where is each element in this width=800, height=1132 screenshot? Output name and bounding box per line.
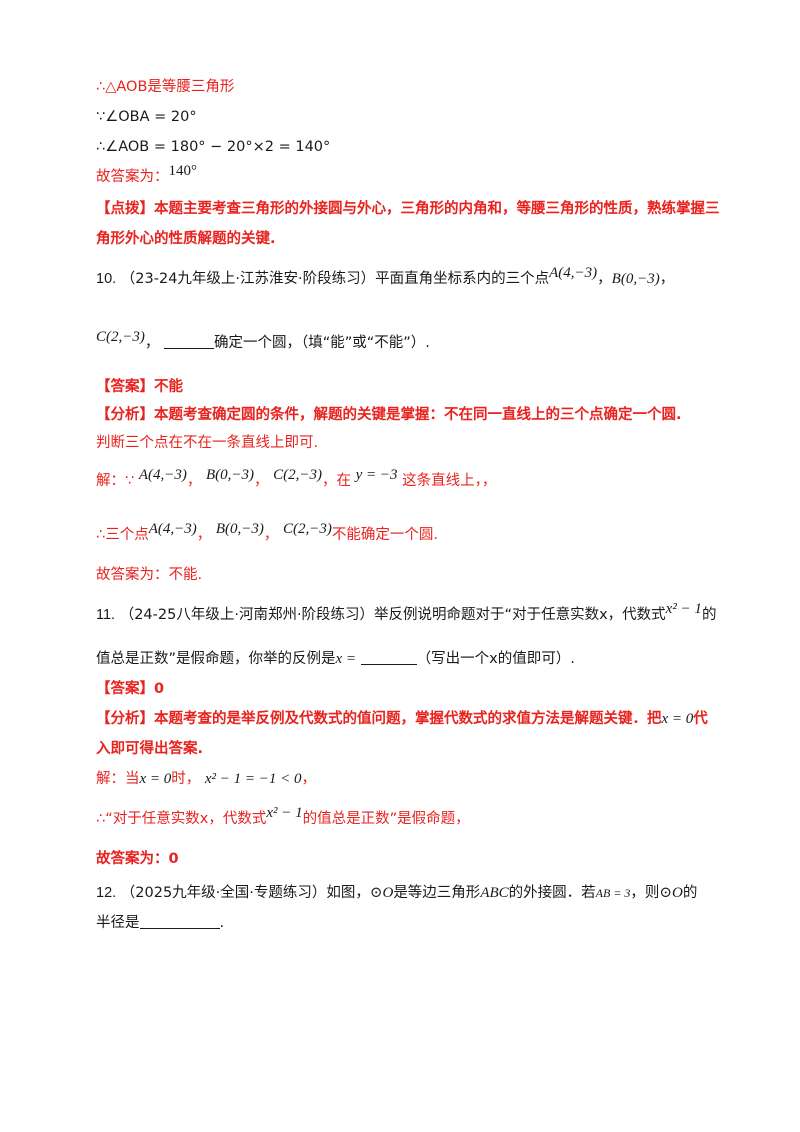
answer-blank[interactable]: [360, 650, 417, 665]
solution-10-line-1: 解：∵ A(4,−3)， B(0,−3)， C(2,−3)，在 y = −3 这…: [96, 467, 497, 489]
analysis-11-line-2: 入即可得出答案.: [96, 741, 204, 757]
question-11-line-2: 值总是正数”是假命题，你举的反例是x = （写出一个x的值即可）.: [96, 650, 575, 667]
tip-line-2: 角形外心的性质解题的关键.: [96, 231, 276, 247]
question-12-line-1: 12. （2025九年级·全国·专题练习）如图，⊙O是等边三角形ABC的外接圆．…: [96, 885, 698, 901]
final-answer-11: 故答案为：0: [96, 851, 179, 867]
analysis-11-line-1: 【分析】本题考查的是举反例及代数式的值问题，掌握代数式的求值方法是解题关键．把x…: [96, 711, 708, 727]
tip-line-1: 【点拨】本题主要考查三角形的外接圆与外心，三角形的内角和，等腰三角形的性质，熟练…: [96, 201, 720, 217]
answer-10: 【答案】不能: [96, 379, 183, 395]
question-11-line-1: 11. （24-25八年级上·河南郑州·阶段练习）举反例说明命题对于“对于任意实…: [96, 601, 717, 623]
analysis-10-line-1: 【分析】本题考查确定圆的条件，解题的关键是掌握：不在同一直线上的三个点确定一个圆…: [96, 407, 682, 423]
solution-line-1: ∴△AOB是等腰三角形: [96, 79, 235, 95]
analysis-10-line-2: 判断三个点在不在一条直线上即可.: [96, 435, 319, 451]
solution-line-3: ∴∠AOB = 180° − 20°×2 = 140°: [96, 139, 331, 155]
question-12-line-2: 半径是.: [96, 914, 225, 931]
therefore-11: ∴“对于任意实数x，代数式x² − 1的值总是正数”是假命题，: [96, 805, 470, 827]
question-10-line-2: C(2,−3)， 确定一个圆，（填“能”或“不能”）.: [96, 329, 430, 351]
answer-blank[interactable]: [163, 334, 214, 349]
answer-blank[interactable]: [139, 914, 220, 929]
final-answer-10: 故答案为：不能.: [96, 567, 203, 583]
answer-line-9: 故答案为：140°: [96, 163, 197, 185]
therefore-10: ∴三个点A(4,−3)， B(0,−3)， C(2,−3)不能确定一个圆.: [96, 521, 438, 543]
answer-11: 【答案】0: [96, 681, 165, 697]
question-10-line-1: 10. （23-24九年级上·江苏淮安·阶段练习）平面直角坐标系内的三个点A(4…: [96, 265, 675, 287]
solution-line-2: ∵∠OBA = 20°: [96, 109, 197, 125]
solution-11-line-1: 解：当x = 0时， x² − 1 = −1 < 0，: [96, 771, 317, 787]
